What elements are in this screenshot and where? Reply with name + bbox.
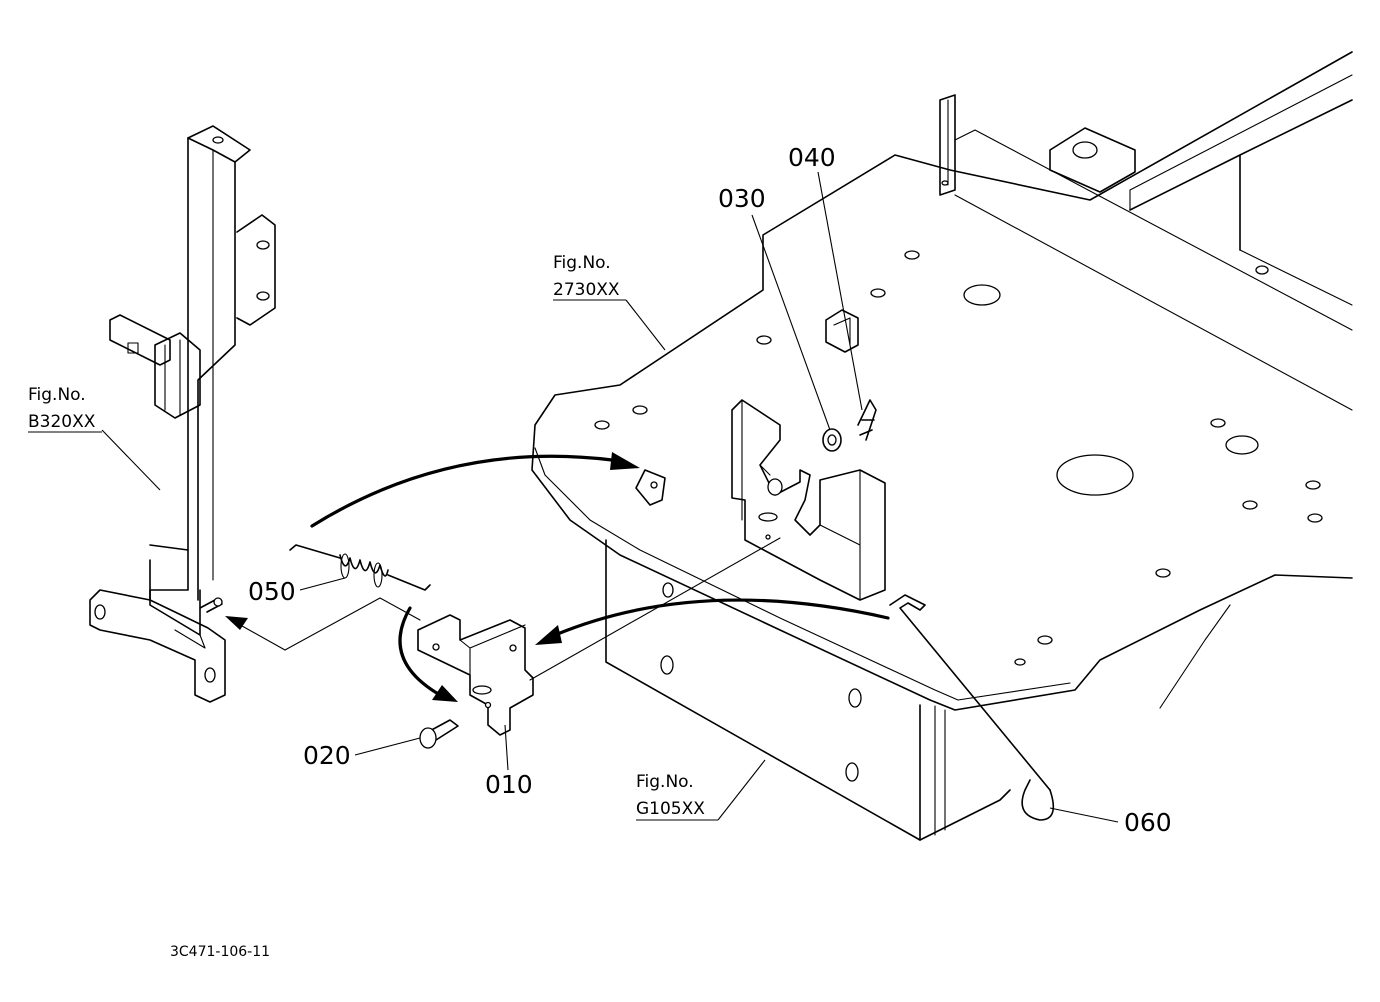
- callout-030[interactable]: 030: [718, 184, 766, 213]
- leader-lines: [101, 171, 1119, 823]
- callout-010[interactable]: 010: [485, 770, 533, 799]
- figure-ref-g105xx-line2: G105XX: [636, 799, 705, 819]
- housing-g105xx: [605, 539, 1231, 841]
- callout-050[interactable]: 050: [248, 577, 296, 606]
- figure-ref-b320xx-line2: B320XX: [28, 412, 96, 432]
- callout-020[interactable]: 020: [303, 741, 351, 770]
- figure-ref-2730xx: Fig.No. 2730XX: [553, 253, 626, 301]
- part-060-rod: [889, 594, 1055, 821]
- callout-040[interactable]: 040: [788, 143, 836, 172]
- part-030-washer: [822, 428, 842, 452]
- figure-ref-g105xx-line1: Fig.No.: [636, 772, 694, 792]
- part-010-latch-bracket: [417, 614, 534, 736]
- drawing-number: 3C471-106-11: [170, 944, 270, 960]
- part-050-spring: [289, 544, 431, 591]
- callout-060[interactable]: 060: [1124, 808, 1172, 837]
- figure-ref-2730xx-line2: 2730XX: [553, 280, 620, 300]
- figure-ref-b320xx: Fig.No. B320XX: [28, 385, 102, 433]
- figure-ref-b320xx-line1: Fig.No.: [28, 385, 86, 405]
- part-020-clevis-pin: [419, 719, 459, 749]
- figure-ref-g105xx: Fig.No. G105XX: [636, 772, 718, 821]
- figure-ref-2730xx-line1: Fig.No.: [553, 253, 611, 273]
- part-040-cotter-pin: [857, 399, 877, 441]
- deck-plate-2730xx: [531, 51, 1353, 711]
- frame-bracket-b320xx: [89, 125, 276, 703]
- assembly-arrows: [225, 452, 890, 702]
